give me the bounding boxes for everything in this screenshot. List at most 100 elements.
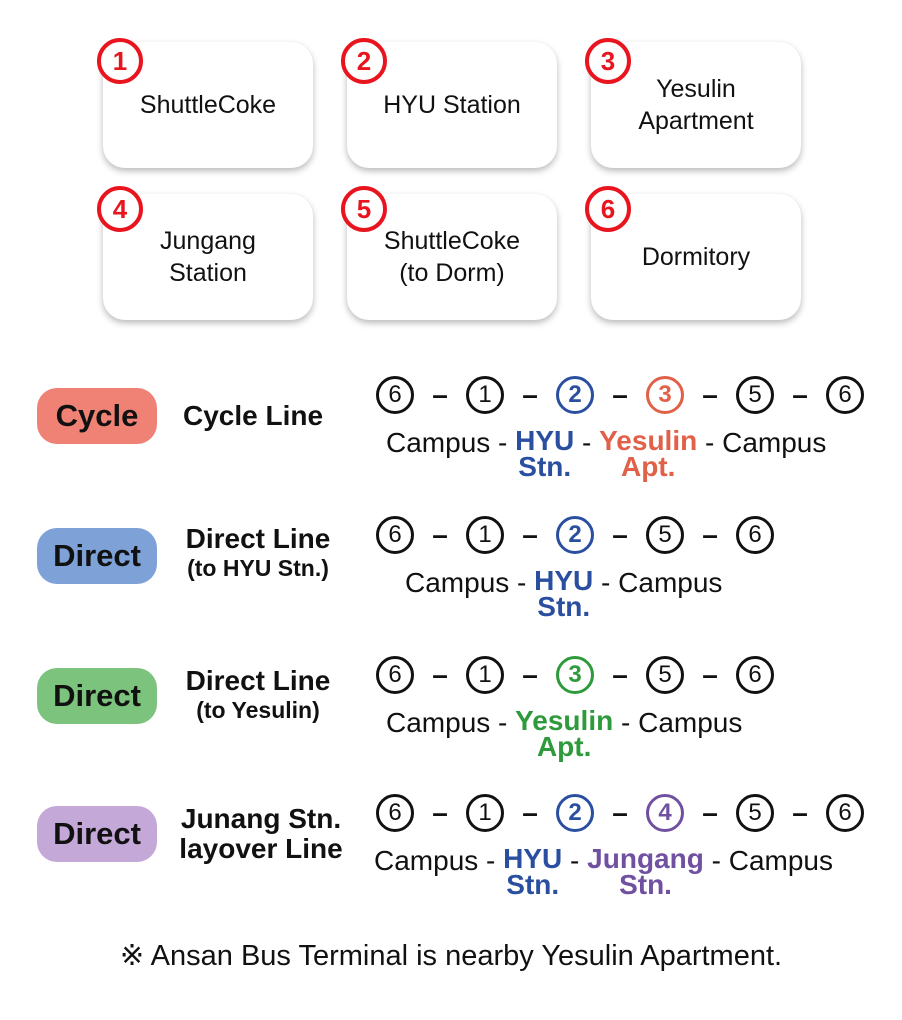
route-name: Direct Line (to Yesulin) xyxy=(163,666,353,724)
stop-number-badge: 6 xyxy=(585,186,631,232)
stop-name: Yesulin Apartment xyxy=(638,75,754,135)
desc-end: Campus xyxy=(618,567,723,598)
desc-stop-yesulin: Yesulin Apt. xyxy=(599,425,698,482)
sequence-dash: – xyxy=(792,379,808,410)
route-description: Campus - HYU Stn. - Campus xyxy=(405,565,723,622)
sequence-dash: – xyxy=(612,797,628,828)
route-sequence: 6 – 1 – 2 – 5 – 6 xyxy=(376,513,774,557)
desc-separator: - xyxy=(593,567,619,598)
stop-circle-highlighted: 2 xyxy=(556,516,594,554)
desc-separator: - xyxy=(509,567,535,598)
sequence-dash: – xyxy=(612,659,628,690)
desc-separator: - xyxy=(478,845,504,876)
desc-start: Campus xyxy=(386,707,491,738)
stop-card-1: ShuttleCoke xyxy=(103,42,313,168)
footnote: ※ Ansan Bus Terminal is nearby Yesulin A… xyxy=(119,940,783,972)
stop-circle-highlighted: 3 xyxy=(556,656,594,694)
stop-circle: 1 xyxy=(466,516,504,554)
stop-circle: 6 xyxy=(376,376,414,414)
route-name: Direct Line (to HYU Stn.) xyxy=(163,524,353,582)
sequence-dash: – xyxy=(702,659,718,690)
route-badge-direct-jungang: Direct xyxy=(37,806,157,862)
desc-stop-yesulin: Yesulin Apt. xyxy=(515,705,614,762)
sequence-dash: – xyxy=(522,659,538,690)
stop-circle-highlighted: 3 xyxy=(646,376,684,414)
stop-number-badge: 4 xyxy=(97,186,143,232)
route-sequence: 6 – 1 – 2 – 3 – 5 – 6 xyxy=(376,373,864,417)
route-name-main: Direct Line xyxy=(185,523,331,554)
sequence-dash: – xyxy=(432,659,448,690)
stop-circle-highlighted: 4 xyxy=(646,794,684,832)
desc-start: Campus xyxy=(374,845,479,876)
route-badge-direct-yesulin: Direct xyxy=(37,668,157,724)
desc-separator: - xyxy=(490,427,516,458)
stop-name: ShuttleCoke (to Dorm) xyxy=(383,227,521,287)
stop-circle: 6 xyxy=(376,794,414,832)
route-sequence: 6 – 1 – 3 – 5 – 6 xyxy=(376,653,774,697)
desc-separator: - xyxy=(697,427,723,458)
route-badge-cycle: Cycle xyxy=(37,388,157,444)
sequence-dash: – xyxy=(702,379,718,410)
stop-circle-highlighted: 2 xyxy=(556,376,594,414)
route-name-sub: (to Yesulin) xyxy=(196,697,320,723)
sequence-dash: – xyxy=(522,797,538,828)
desc-separator: - xyxy=(613,707,639,738)
sequence-dash: – xyxy=(432,797,448,828)
route-name-sub: layover Line xyxy=(179,833,343,864)
route-name-main: Direct Line xyxy=(185,665,331,696)
sequence-dash: – xyxy=(612,519,628,550)
stop-number-badge: 1 xyxy=(97,38,143,84)
sequence-dash: – xyxy=(792,797,808,828)
sequence-dash: – xyxy=(612,379,628,410)
stop-number-badge: 3 xyxy=(585,38,631,84)
stop-circle: 6 xyxy=(736,516,774,554)
route-name-main: Junang Stn. xyxy=(180,803,342,834)
stop-circle: 5 xyxy=(646,516,684,554)
desc-end: Campus xyxy=(638,707,743,738)
desc-separator: - xyxy=(562,845,588,876)
stop-number-badge: 5 xyxy=(341,186,387,232)
route-name-main: Cycle Line xyxy=(182,400,324,431)
stop-name: Jungang Station xyxy=(160,227,256,287)
stop-number-badge: 2 xyxy=(341,38,387,84)
stop-circle: 5 xyxy=(736,376,774,414)
sequence-dash: – xyxy=(522,519,538,550)
stop-circle: 5 xyxy=(646,656,684,694)
stop-circle: 6 xyxy=(826,376,864,414)
stop-circle: 6 xyxy=(826,794,864,832)
route-badge-direct-hyu: Direct xyxy=(37,528,157,584)
desc-start: Campus xyxy=(386,427,491,458)
stop-circle: 1 xyxy=(466,376,504,414)
stop-circle: 5 xyxy=(736,794,774,832)
sequence-dash: – xyxy=(432,519,448,550)
desc-end: Campus xyxy=(728,845,833,876)
stop-name: Dormitory xyxy=(641,243,751,271)
route-description: Campus - HYU Stn. - Yesulin Apt. - Campu… xyxy=(386,425,827,482)
desc-separator: - xyxy=(490,707,516,738)
desc-stop-hyu: HYU Stn. xyxy=(534,565,594,622)
stop-card-3: Yesulin Apartment xyxy=(591,42,801,168)
stop-circle-highlighted: 2 xyxy=(556,794,594,832)
route-name-sub: (to HYU Stn.) xyxy=(187,555,329,581)
sequence-dash: – xyxy=(522,379,538,410)
sequence-dash: – xyxy=(702,797,718,828)
desc-stop-jungang: Jungang Stn. xyxy=(587,843,704,900)
desc-stop-hyu: HYU Stn. xyxy=(515,425,575,482)
route-name: Cycle Line xyxy=(158,401,348,431)
route-name: Junang Stn. layover Line xyxy=(166,804,356,864)
sequence-dash: – xyxy=(702,519,718,550)
route-sequence: 6 – 1 – 2 – 4 – 5 – 6 xyxy=(376,791,864,835)
route-description: Campus - HYU Stn. - Jungang Stn. - Campu… xyxy=(374,843,833,900)
stop-circle: 1 xyxy=(466,794,504,832)
sequence-dash: – xyxy=(432,379,448,410)
stop-circle: 6 xyxy=(376,656,414,694)
desc-separator: - xyxy=(574,427,600,458)
stop-name: HYU Station xyxy=(383,91,521,119)
desc-start: Campus xyxy=(405,567,510,598)
stop-circle: 6 xyxy=(736,656,774,694)
stop-circle: 1 xyxy=(466,656,504,694)
desc-end: Campus xyxy=(722,427,827,458)
desc-stop-hyu: HYU Stn. xyxy=(503,843,563,900)
stop-circle: 6 xyxy=(376,516,414,554)
desc-separator: - xyxy=(703,845,729,876)
